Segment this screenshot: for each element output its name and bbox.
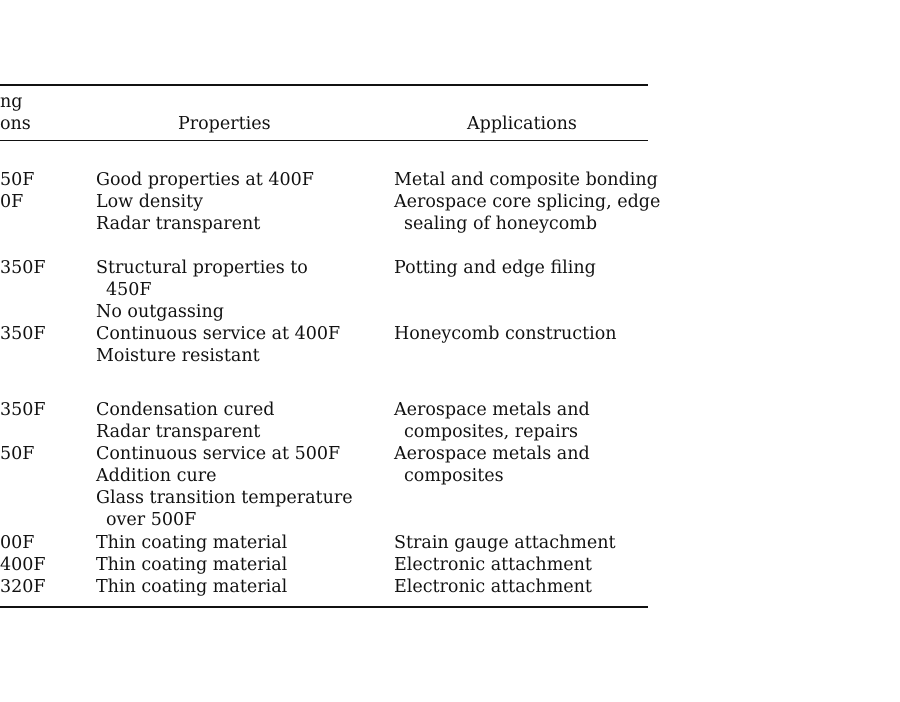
row-property: Continuous service at 500F [96,444,341,464]
table-bottom-rule [0,606,648,608]
row-property: No outgassing [96,302,224,322]
row-condition: 350F [0,258,46,278]
row-property: Structural properties to [96,258,308,278]
row-application: Potting and edge filing [394,258,596,278]
row-condition: 400F [0,555,46,575]
row-property: Addition cure [96,466,217,486]
row-application: composites, repairs [404,422,579,442]
row-property: Glass transition temperature [96,488,353,508]
row-condition: 320F [0,577,46,597]
row-property: Continuous service at 400F [96,324,341,344]
row-condition: 50F [0,170,35,190]
row-property: Condensation cured [96,400,275,420]
row-application: Aerospace metals and [394,400,590,420]
row-property: over 500F [106,510,197,530]
row-application: Electronic attachment [394,555,592,575]
row-property: Radar transparent [96,422,261,442]
row-application: Strain gauge attachment [394,533,616,553]
row-property: Low density [96,192,204,212]
row-application: Metal and composite bonding [394,170,658,190]
header-properties: Properties [178,114,271,134]
row-property: Moisture resistant [96,346,260,366]
row-condition: 0F [0,192,24,212]
row-property: 450F [106,280,152,300]
row-condition: 350F [0,400,46,420]
row-condition: 350F [0,324,46,344]
header-col1-line1: ng [0,92,23,112]
row-application: Electronic attachment [394,577,592,597]
row-condition: 50F [0,444,35,464]
row-condition: 00F [0,533,35,553]
row-property: Radar transparent [96,214,261,234]
row-property: Thin coating material [96,533,288,553]
row-property: Good properties at 400F [96,170,314,190]
row-application: Aerospace core splicing, edge [394,192,661,212]
row-application: composites [404,466,504,486]
row-application: Honeycomb construction [394,324,617,344]
header-applications: Applications [467,114,577,134]
header-rule [0,140,648,141]
row-application: Aerospace metals and [394,444,590,464]
header-col1-line2: ons [0,114,31,134]
row-application: sealing of honeycomb [404,214,598,234]
row-property: Thin coating material [96,577,288,597]
table-top-rule [0,84,648,86]
row-property: Thin coating material [96,555,288,575]
